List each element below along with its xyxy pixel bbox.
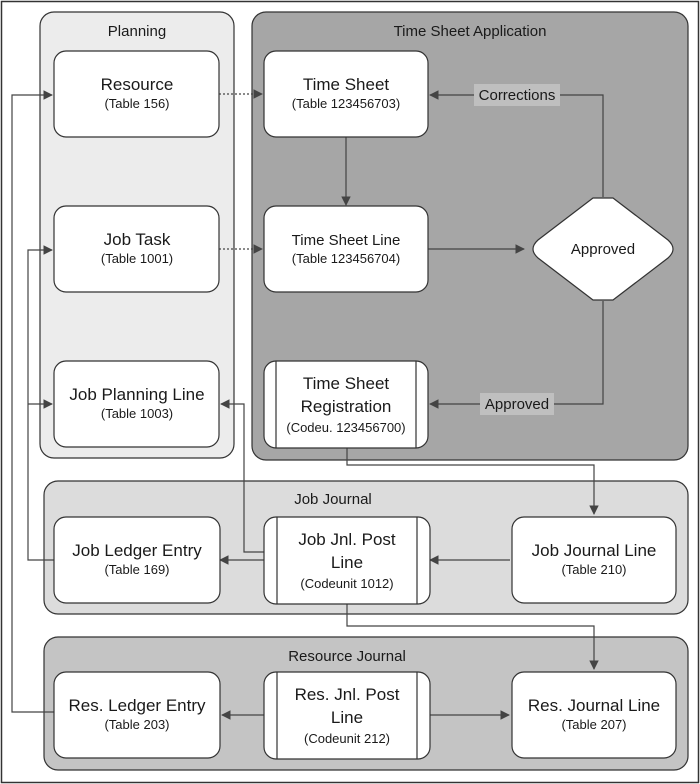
- node-job-ledger-entry-title: Job Ledger Entry: [72, 541, 202, 560]
- node-res-jnl-post-line-title2: Line: [331, 708, 363, 727]
- node-time-sheet-line-title: Time Sheet Line: [292, 232, 401, 249]
- edge-postline-resjournalline: [346, 604, 599, 670]
- edge-postline-jobplanning: [220, 399, 264, 553]
- node-time-sheet-line-sub: (Table 123456704): [292, 251, 400, 266]
- node-approved-decision: Approved: [532, 197, 674, 301]
- edge-label-corrections: Corrections: [474, 84, 560, 106]
- node-job-jnl-post-line-title2: Line: [331, 553, 363, 572]
- node-time-sheet: Time Sheet (Table 123456703): [263, 50, 429, 138]
- group-title-planning: Planning: [108, 23, 166, 40]
- node-res-ledger-entry: Res. Ledger Entry (Table 203): [53, 671, 221, 759]
- group-title-resource-journal: Resource Journal: [288, 648, 406, 665]
- node-job-journal-line-sub: (Table 210): [561, 562, 626, 577]
- node-res-journal-line: Res. Journal Line (Table 207): [511, 671, 677, 759]
- svg-text:Corrections: Corrections: [479, 87, 556, 104]
- node-res-ledger-entry-title: Res. Ledger Entry: [68, 696, 206, 715]
- node-job-jnl-post-line-sub: (Codeunit 1012): [300, 576, 393, 591]
- node-job-task: Job Task (Table 1001): [53, 205, 220, 293]
- node-job-jnl-post-line: Job Jnl. Post Line (Codeunit 1012): [263, 516, 431, 605]
- node-res-ledger-entry-sub: (Table 203): [104, 717, 169, 732]
- edge-registration-jobjournalline: [346, 448, 599, 515]
- node-job-journal-line-title: Job Journal Line: [532, 541, 657, 560]
- node-resource-title: Resource: [101, 75, 174, 94]
- node-job-task-sub: (Table 1001): [101, 251, 173, 266]
- node-time-sheet-registration-title1: Time Sheet: [303, 374, 390, 393]
- node-time-sheet-registration-title2: Registration: [301, 397, 392, 416]
- svg-text:Approved: Approved: [485, 396, 549, 413]
- node-time-sheet-registration: Time Sheet Registration (Codeu. 12345670…: [263, 360, 429, 449]
- node-job-planning-line-sub: (Table 1003): [101, 406, 173, 421]
- group-title-job-journal: Job Journal: [294, 491, 372, 508]
- node-job-planning-line-title: Job Planning Line: [69, 385, 204, 404]
- node-job-ledger-entry-sub: (Table 169): [104, 562, 169, 577]
- node-res-jnl-post-line: Res. Jnl. Post Line (Codeunit 212): [263, 671, 431, 760]
- node-job-task-title: Job Task: [104, 230, 171, 249]
- node-job-journal-line: Job Journal Line (Table 210): [511, 516, 677, 604]
- node-res-jnl-post-line-sub: (Codeunit 212): [304, 731, 390, 746]
- edge-jobledger-jobtask: [27, 245, 54, 561]
- edge-label-approved: Approved: [480, 393, 554, 415]
- node-res-journal-line-sub: (Table 207): [561, 717, 626, 732]
- group-title-time-sheet-application: Time Sheet Application: [394, 23, 547, 40]
- node-job-ledger-entry: Job Ledger Entry (Table 169): [53, 516, 221, 604]
- node-time-sheet-line: Time Sheet Line (Table 123456704): [263, 205, 429, 293]
- node-res-jnl-post-line-title1: Res. Jnl. Post: [295, 685, 400, 704]
- node-time-sheet-title: Time Sheet: [303, 75, 390, 94]
- node-job-jnl-post-line-title1: Job Jnl. Post: [298, 530, 396, 549]
- node-job-planning-line: Job Planning Line (Table 1003): [53, 360, 220, 448]
- node-resource-sub: (Table 156): [104, 96, 169, 111]
- edge-resledger-resource: [11, 90, 54, 713]
- node-resource: Resource (Table 156): [53, 50, 220, 138]
- node-time-sheet-sub: (Table 123456703): [292, 96, 400, 111]
- node-time-sheet-registration-sub: (Codeu. 123456700): [286, 420, 405, 435]
- node-approved-title: Approved: [571, 241, 635, 258]
- node-res-journal-line-title: Res. Journal Line: [528, 696, 660, 715]
